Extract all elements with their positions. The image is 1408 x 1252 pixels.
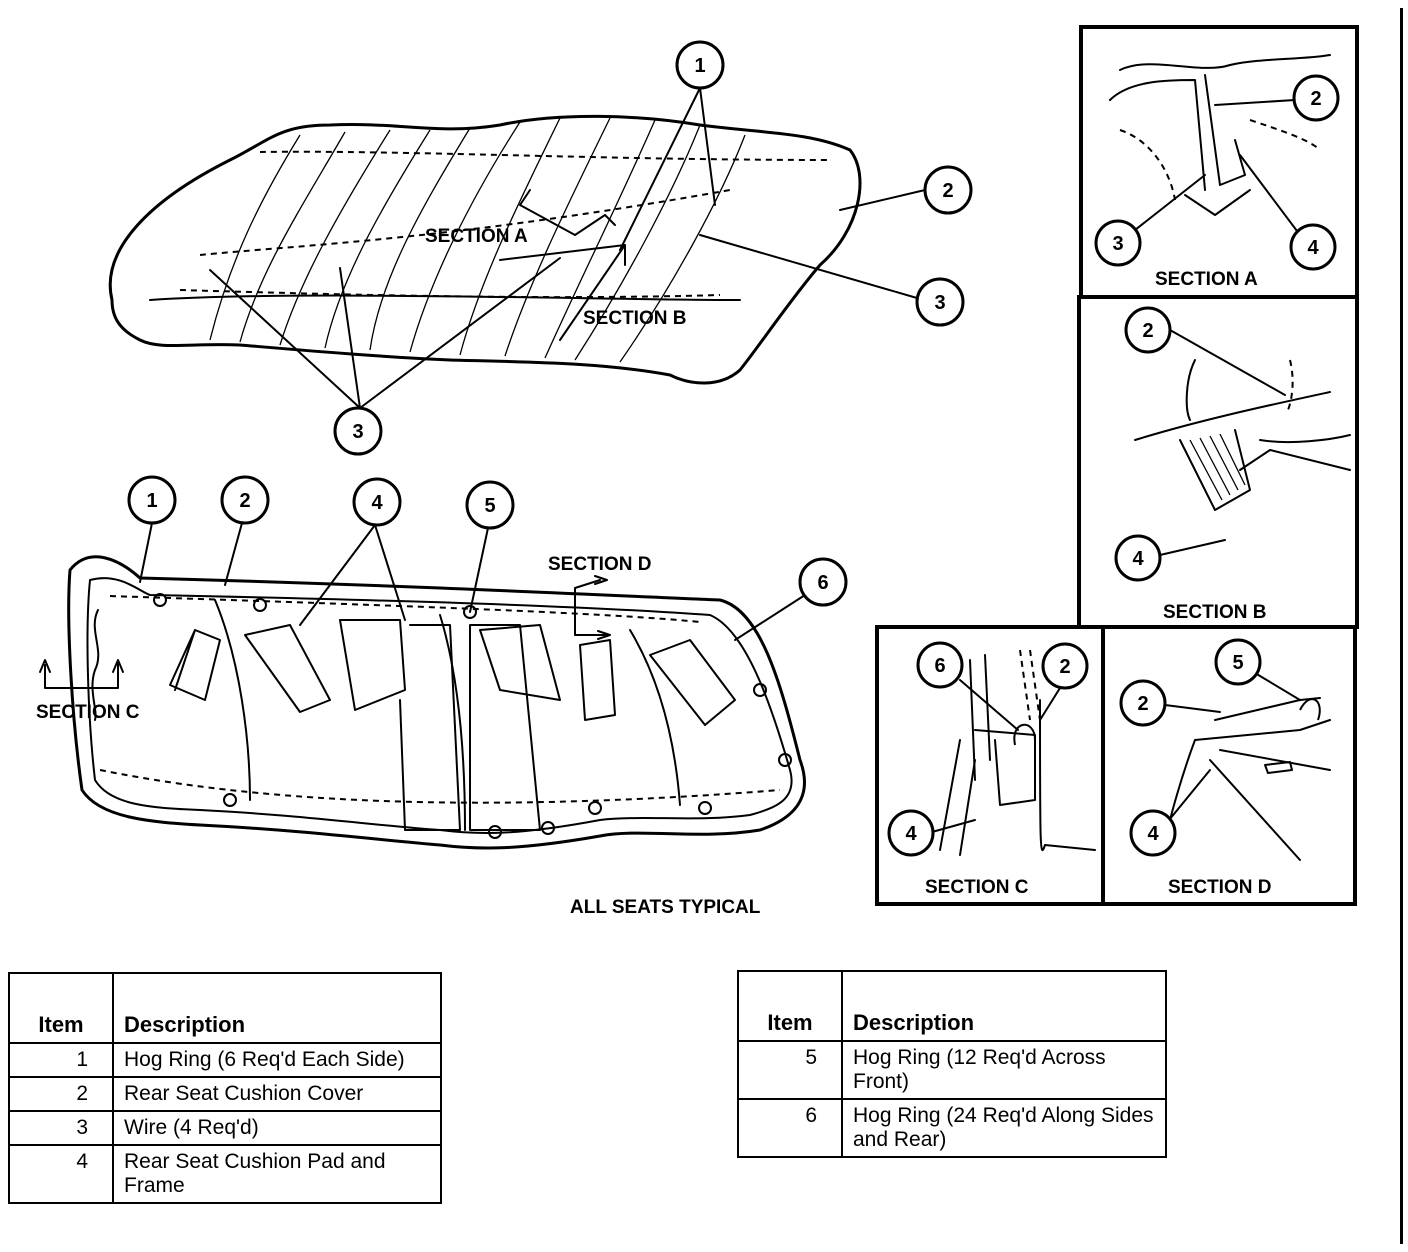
section-d-title: SECTION D <box>1168 877 1271 898</box>
panel-section-c: 6 2 4 SECTION C <box>875 625 1105 906</box>
legend-item-description: Hog Ring (12 Req'd Across Front) <box>841 1040 1167 1100</box>
caption-all-seats-typical: ALL SEATS TYPICAL <box>570 897 761 918</box>
legend-header-row: Item Description <box>8 972 442 1044</box>
svg-text:2: 2 <box>239 490 250 512</box>
callout-4-bottom: 4 <box>299 477 406 626</box>
callout-3-top-right: 3 <box>699 234 965 327</box>
parts-legend-right: Item Description 5 Hog Ring (12 Req'd Ac… <box>737 970 1167 1158</box>
legend-row: 5 Hog Ring (12 Req'd Across Front) <box>737 1040 1167 1100</box>
svg-text:4: 4 <box>371 492 383 514</box>
legend-item-number: 3 <box>8 1110 114 1146</box>
legend-item-description: Rear Seat Cushion Cover <box>112 1076 442 1112</box>
section-b-label-top: SECTION B <box>583 308 686 329</box>
legend-row: 6 Hog Ring (24 Req'd Along Sides and Rea… <box>737 1098 1167 1158</box>
section-c-title: SECTION C <box>925 877 1029 898</box>
legend-item-description: Hog Ring (6 Req'd Each Side) <box>112 1042 442 1078</box>
callout-5-bottom: 5 <box>465 480 515 613</box>
section-a-label-top: SECTION A <box>425 226 528 247</box>
section-b-title: SECTION B <box>1163 602 1266 623</box>
legend-item-description: Hog Ring (24 Req'd Along Sides and Rear) <box>841 1098 1167 1158</box>
callout-1-top: 1 <box>619 40 725 251</box>
legend-item-description: Rear Seat Cushion Pad and Frame <box>112 1144 442 1204</box>
svg-text:6: 6 <box>817 572 828 594</box>
svg-text:5: 5 <box>1232 652 1243 674</box>
section-d-label-bottom: SECTION D <box>548 554 651 575</box>
svg-text:1: 1 <box>694 55 705 77</box>
legend-row: 4 Rear Seat Cushion Pad and Frame <box>8 1144 442 1204</box>
svg-text:2: 2 <box>1310 88 1321 110</box>
page-edge-rule <box>1400 8 1403 1244</box>
legend-item-number: 1 <box>8 1042 114 1078</box>
svg-text:2: 2 <box>1059 656 1070 678</box>
legend-item-description: Wire (4 Req'd) <box>112 1110 442 1146</box>
svg-text:2: 2 <box>1142 320 1153 342</box>
legend-item-number: 6 <box>737 1098 843 1158</box>
legend-item-number: 2 <box>8 1076 114 1112</box>
svg-text:4: 4 <box>1132 548 1144 570</box>
panel-section-a: 2 3 4 SECTION A <box>1079 25 1359 299</box>
legend-row: 1 Hog Ring (6 Req'd Each Side) <box>8 1042 442 1078</box>
svg-text:4: 4 <box>905 823 917 845</box>
section-c-label-bottom: SECTION C <box>36 702 140 723</box>
legend-header-row: Item Description <box>737 970 1167 1042</box>
svg-text:3: 3 <box>352 421 363 443</box>
section-a-title: SECTION A <box>1155 269 1258 290</box>
svg-text:2: 2 <box>942 180 953 202</box>
panel-section-d: 2 5 4 SECTION D <box>1101 625 1357 906</box>
callout-2-top: 2 <box>839 165 973 215</box>
legend-row: 2 Rear Seat Cushion Cover <box>8 1076 442 1112</box>
parts-legend-left: Item Description 1 Hog Ring (6 Req'd Eac… <box>8 972 442 1204</box>
callout-1-bottom: 1 <box>127 475 177 583</box>
column-header-description: Description <box>112 972 442 1044</box>
column-header-description: Description <box>841 970 1167 1042</box>
svg-text:6: 6 <box>934 655 945 677</box>
cushion-frame-view <box>39 555 806 850</box>
svg-text:5: 5 <box>484 495 495 517</box>
column-header-item: Item <box>8 972 114 1044</box>
callout-3-top-bottom: 3 <box>209 257 561 456</box>
svg-text:3: 3 <box>1112 233 1123 255</box>
svg-text:2: 2 <box>1137 693 1148 715</box>
callout-2-bottom: 2 <box>220 475 270 586</box>
svg-text:4: 4 <box>1307 237 1319 259</box>
callout-6-bottom: 6 <box>734 557 848 641</box>
panel-section-b: 2 4 SECTION B <box>1077 295 1359 629</box>
legend-item-number: 4 <box>8 1144 114 1204</box>
svg-text:3: 3 <box>934 292 945 314</box>
legend-item-number: 5 <box>737 1040 843 1100</box>
legend-row: 3 Wire (4 Req'd) <box>8 1110 442 1146</box>
cushion-assembled-view <box>108 114 862 385</box>
svg-text:1: 1 <box>146 490 157 512</box>
svg-text:4: 4 <box>1147 823 1159 845</box>
column-header-item: Item <box>737 970 843 1042</box>
